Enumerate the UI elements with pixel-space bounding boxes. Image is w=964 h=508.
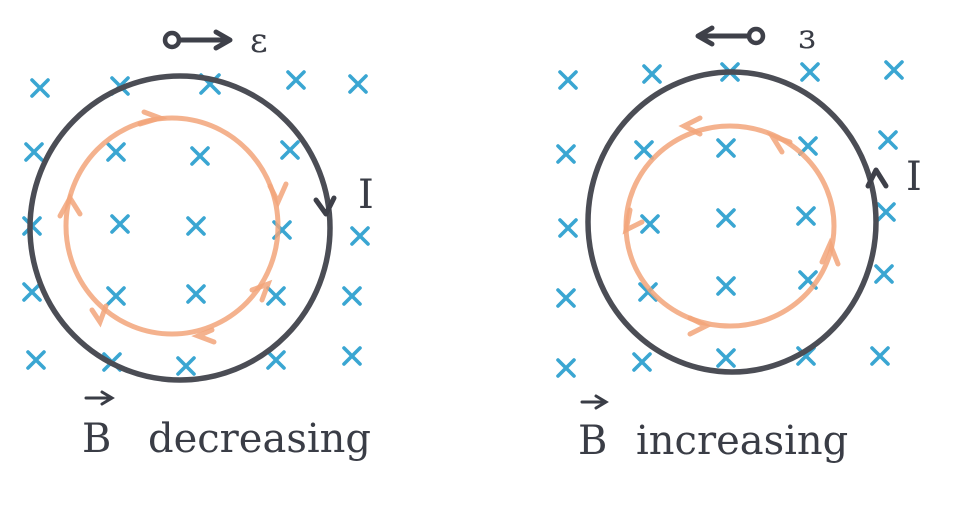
right-emf-label: ε — [798, 17, 816, 57]
field-cross-icon — [266, 350, 286, 370]
right-field-label: B — [578, 418, 607, 464]
field-cross-icon — [286, 70, 306, 90]
right-caption: increasing — [636, 418, 848, 464]
left-panel: ε I B decreasing — [22, 21, 374, 462]
field-arrow-icon — [137, 109, 168, 127]
left-caption: decreasing — [148, 416, 371, 462]
emf-origin-icon — [162, 30, 182, 50]
field-cross-icon — [634, 140, 654, 160]
field-cross-icon — [870, 346, 890, 366]
field-arrow-icon — [766, 131, 793, 155]
field-arrow-icon — [819, 237, 841, 267]
field-cross-icon — [342, 346, 362, 366]
field-cross-icon — [26, 350, 46, 370]
field-arrow-icon — [57, 193, 83, 219]
emf-arrow-icon — [177, 29, 233, 51]
current-arrow-icon — [313, 195, 337, 217]
right-induced-field-loop — [622, 115, 841, 337]
field-cross-icon — [876, 202, 896, 222]
field-cross-icon — [716, 138, 736, 158]
field-cross-icon — [106, 286, 126, 306]
field-cross-icon — [30, 78, 50, 98]
right-emf-arrow — [695, 25, 766, 47]
field-arrow-icon — [687, 315, 712, 337]
field-arrow-icon — [249, 279, 273, 303]
left-field-label: B — [82, 416, 111, 462]
field-cross-icon — [558, 218, 578, 238]
field-cross-icon — [796, 346, 816, 366]
field-cross-icon — [280, 140, 300, 160]
left-wire-loop — [27, 73, 333, 383]
field-cross-icon — [190, 146, 210, 166]
field-arrow-icon — [191, 327, 217, 345]
left-current-label: I — [358, 172, 374, 218]
left-emf-label: ε — [250, 21, 268, 61]
left-induced-field-loop — [57, 109, 289, 345]
field-arrow-icon — [678, 115, 703, 137]
field-cross-icon — [342, 286, 362, 306]
field-cross-icon — [556, 144, 576, 164]
field-arrow-icon — [622, 207, 645, 235]
field-cross-icon — [176, 356, 196, 376]
vector-arrow-icon — [84, 390, 115, 406]
vector-arrow-icon — [580, 394, 609, 410]
field-cross-icon — [556, 358, 576, 378]
field-cross-icon — [22, 282, 42, 302]
field-cross-icon — [716, 348, 736, 368]
field-arrow-icon — [267, 181, 289, 208]
field-cross-icon — [716, 276, 736, 296]
emf-origin-icon — [746, 26, 766, 46]
right-wire-loop — [585, 69, 879, 375]
right-current-label: I — [906, 154, 922, 200]
field-cross-icon — [24, 142, 44, 162]
right-field-crosses — [556, 60, 904, 378]
field-cross-icon — [796, 206, 816, 226]
field-arrow-icon — [89, 303, 109, 328]
field-cross-icon — [800, 62, 820, 82]
field-cross-icon — [884, 60, 904, 80]
field-cross-icon — [642, 64, 662, 84]
right-panel: ε I B increasing — [556, 17, 922, 464]
current-arrow-icon — [865, 167, 889, 189]
field-cross-icon — [632, 352, 652, 372]
field-cross-icon — [874, 264, 894, 284]
field-cross-icon — [186, 284, 206, 304]
left-field-vector-symbol: B — [82, 390, 115, 462]
emf-arrow-icon — [695, 25, 751, 47]
field-cross-icon — [558, 70, 578, 90]
field-cross-icon — [878, 130, 898, 150]
field-cross-icon — [640, 214, 660, 234]
field-cross-icon — [110, 214, 130, 234]
field-cross-icon — [106, 142, 126, 162]
field-cross-icon — [556, 288, 576, 308]
field-cross-icon — [716, 208, 736, 228]
left-emf-arrow — [162, 29, 233, 51]
field-cross-icon — [186, 216, 206, 236]
field-cross-icon — [350, 226, 370, 246]
field-cross-icon — [266, 286, 286, 306]
field-cross-icon — [638, 282, 658, 302]
field-cross-icon — [348, 74, 368, 94]
right-field-vector-symbol: B — [578, 394, 609, 464]
